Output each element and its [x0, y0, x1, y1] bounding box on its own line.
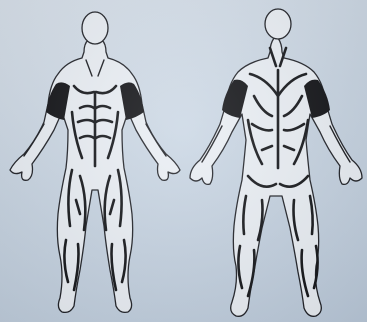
- back-body-outline: [190, 38, 362, 316]
- back-figure: [190, 9, 362, 316]
- front-figure: [10, 12, 180, 312]
- front-body-outline: [10, 40, 180, 312]
- front-head: [82, 12, 108, 44]
- back-head: [265, 9, 291, 39]
